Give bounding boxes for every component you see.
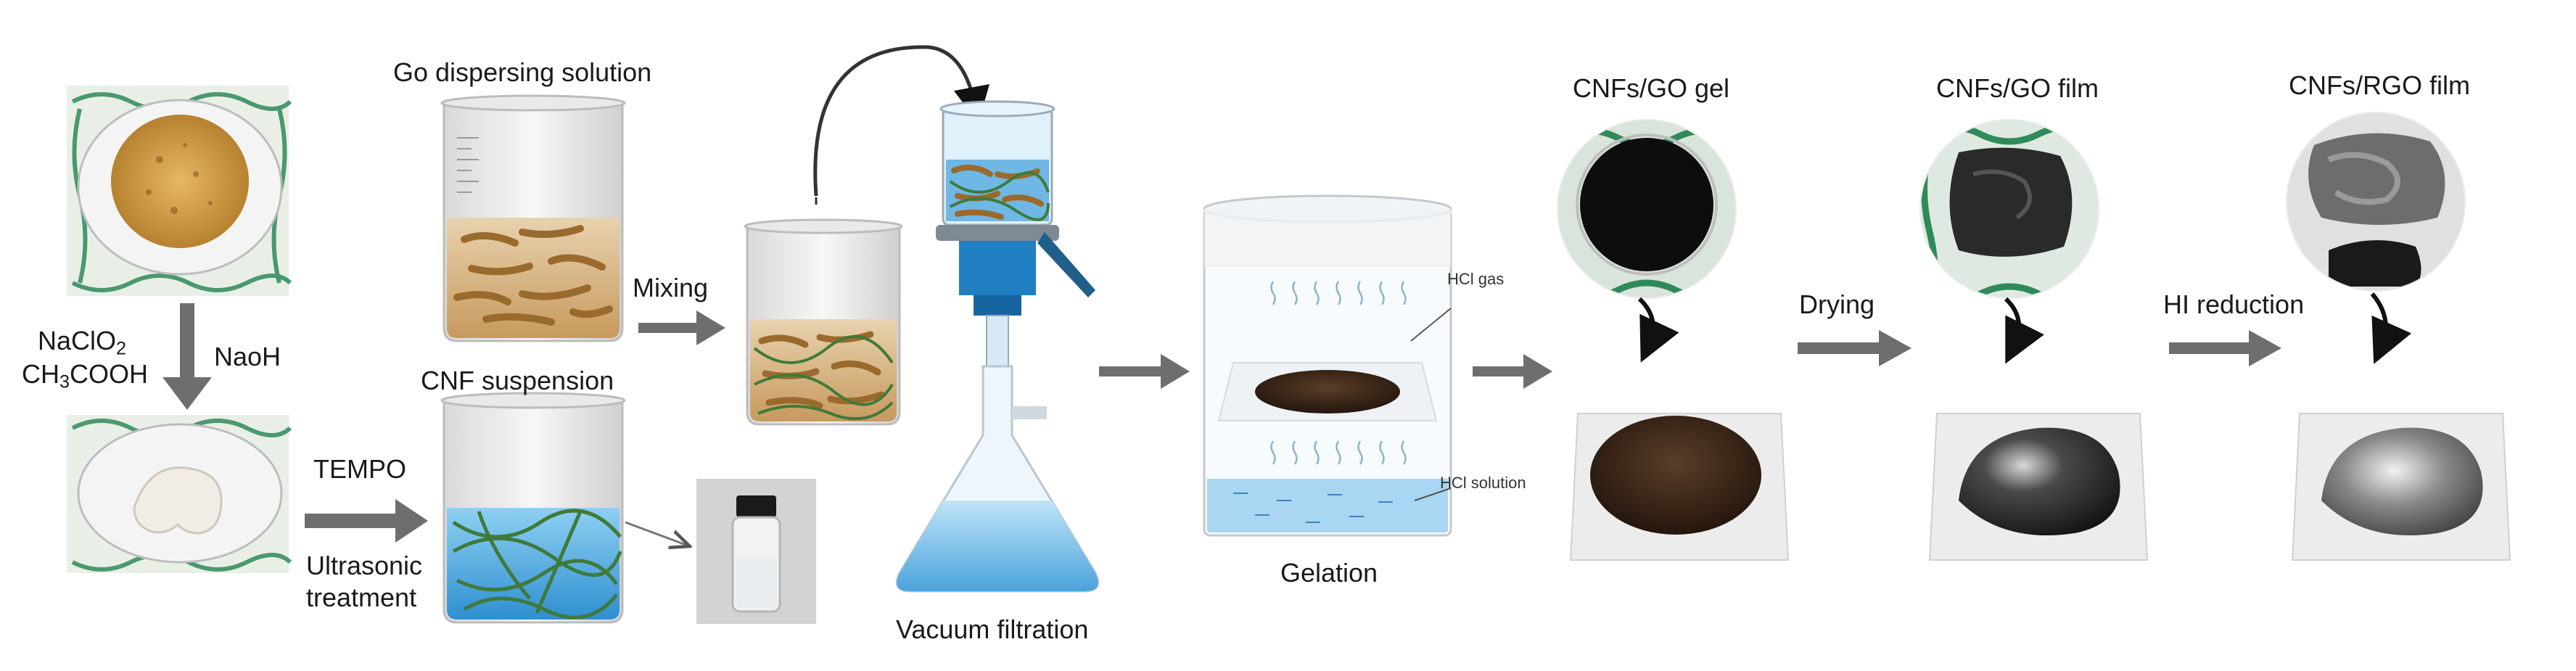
arrow-drying <box>1798 330 1912 366</box>
beaker-go <box>440 94 626 342</box>
label-cnf-suspension: CNF suspension <box>421 366 614 395</box>
photo-rgo-film <box>2286 112 2466 292</box>
photo-go-film <box>1919 119 2099 299</box>
label-ultrasonic-line1: Ultrasonic <box>306 551 423 580</box>
beaker-cnf <box>440 392 626 624</box>
arrow-to-gelation <box>1099 354 1190 389</box>
label-hcl-solution: HCl solution <box>1440 474 1526 492</box>
render-rgo-film-3d <box>2291 413 2511 561</box>
label-cnfs-rgo-film: CNFs/RGO film <box>2289 70 2470 100</box>
label-reagent-ch3cooh: CH3COOH <box>22 359 149 392</box>
label-tempo: TEMPO <box>313 454 407 484</box>
label-cnfs-go-gel: CNFs/GO gel <box>1572 73 1730 103</box>
photo-gel <box>1557 119 1737 299</box>
label-gelation: Gelation <box>1280 558 1378 588</box>
beaker-mixed <box>744 218 903 426</box>
arrow-go-film-down <box>2004 297 2044 364</box>
photo-cellulose <box>67 415 292 573</box>
arrow-hi-reduction <box>2169 330 2281 366</box>
arrow-tempo <box>305 499 428 543</box>
photo-vial <box>696 479 816 624</box>
label-vacuum-filtration: Vacuum filtration <box>896 614 1089 644</box>
arrow-mixing <box>638 310 725 345</box>
label-reagent-naoh: NaoH <box>214 342 281 371</box>
vacuum-filtration-apparatus <box>813 45 1100 593</box>
arrow-rgo-film-down <box>2370 292 2412 364</box>
label-reagent-naclo2: NaClO2 <box>38 326 127 359</box>
label-cnfs-go-film: CNFs/GO film <box>1936 73 2099 103</box>
render-go-film-3d <box>1928 413 2149 561</box>
gelation-chamber <box>1203 194 1452 537</box>
render-gel-3d <box>1569 413 1790 561</box>
label-hi-reduction: HI reduction <box>2163 289 2305 319</box>
label-go-dispersing-solution: Go dispersing solution <box>393 57 652 87</box>
arrow-down <box>162 303 212 410</box>
arrow-gel-down <box>1637 297 1679 363</box>
label-hcl-gas: HCl gas <box>1447 270 1505 288</box>
label-drying: Drying <box>1799 289 1875 319</box>
arrow-to-vial <box>625 521 688 546</box>
photo-wood-powder <box>67 86 292 296</box>
arrow-to-gel <box>1473 354 1552 389</box>
label-ultrasonic-line2: treatment <box>306 583 417 612</box>
label-mixing: Mixing <box>633 273 709 302</box>
